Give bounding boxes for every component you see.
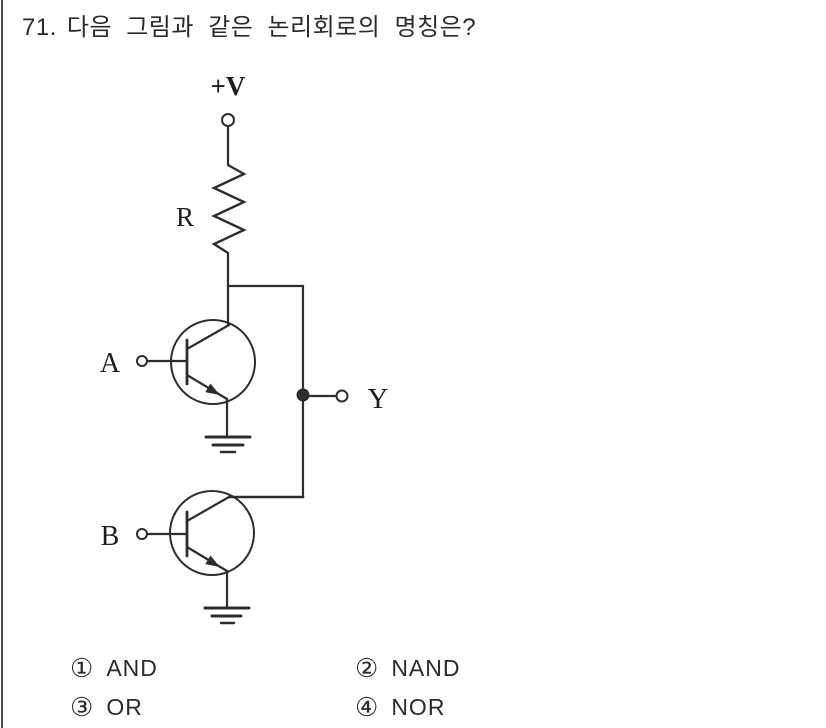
- choice-4-nor[interactable]: ④ NOR: [355, 694, 445, 720]
- resistor-label: R: [176, 202, 194, 232]
- choice-1-label: AND: [106, 655, 158, 681]
- ground-symbol-a: [204, 435, 252, 454]
- output-label: Y: [368, 383, 389, 415]
- choice-3-label: OR: [106, 694, 143, 720]
- supply-voltage-label: +V: [211, 71, 246, 101]
- choice-2-marker: ②: [355, 653, 379, 683]
- choice-1-marker: ①: [70, 653, 94, 683]
- input-b-label: B: [101, 521, 120, 552]
- question-text: 다음 그림과 같은 논리회로의 명칭은?: [66, 14, 477, 41]
- input-a-label: A: [100, 348, 121, 379]
- emitter-arrow-icon: [205, 383, 220, 396]
- input-b-terminal-icon: [136, 528, 148, 540]
- input-a-terminal-icon: [136, 355, 148, 367]
- transistor-b-symbol: [146, 490, 255, 610]
- choice-2-nand[interactable]: ② NAND: [355, 655, 460, 681]
- supply-terminal-icon: [221, 113, 235, 127]
- choice-4-label: NOR: [391, 694, 446, 720]
- choice-2-label: NAND: [391, 655, 461, 681]
- page-left-border: [1, 0, 3, 728]
- question-number: 71.: [22, 14, 57, 41]
- choice-3-marker: ③: [70, 692, 94, 722]
- resistor-symbol: [211, 163, 247, 255]
- emitter-arrow-icon: [205, 555, 220, 568]
- ground-symbol-b: [203, 606, 251, 625]
- output-terminal-icon: [335, 389, 349, 403]
- choice-3-or[interactable]: ③ OR: [70, 694, 143, 720]
- choice-1-and[interactable]: ① AND: [70, 655, 158, 681]
- question-line: 71. 다음 그림과 같은 논리회로의 명칭은?: [22, 14, 476, 42]
- choice-4-marker: ④: [355, 692, 379, 722]
- transistor-a-symbol: [146, 319, 256, 439]
